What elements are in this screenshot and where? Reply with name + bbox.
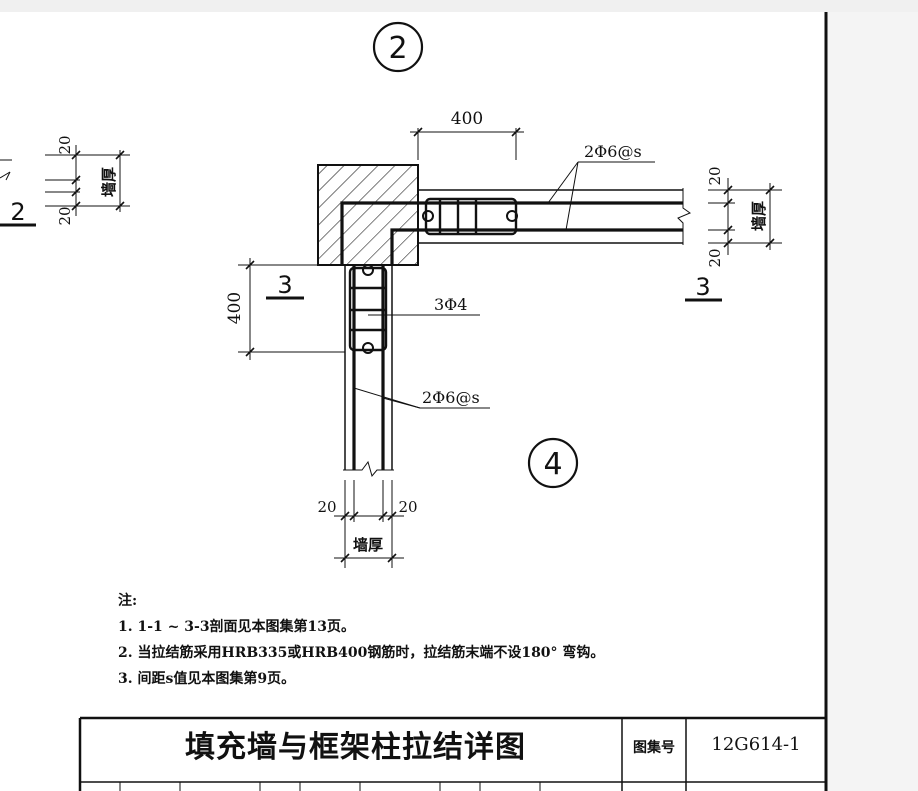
title-block-frame bbox=[78, 716, 826, 791]
dim-20-top: 20 bbox=[56, 135, 74, 154]
dim-400-horizontal: 400 bbox=[451, 109, 483, 129]
wall-thickness-right: 墙厚 bbox=[750, 201, 768, 231]
atlas-number-label: 图集号 bbox=[633, 740, 675, 756]
left-partial-detail: 2 20 20 墙厚 bbox=[0, 135, 130, 227]
note-item-1: 1. 1-1 ~ 3-3剖面见本图集第13页。 bbox=[118, 619, 356, 635]
corner-detail: 400 2Φ6@s 20 20 墙厚 3 400 3 bbox=[225, 109, 782, 568]
wall-thickness-bottom: 墙厚 bbox=[353, 536, 383, 554]
drawing-title: 填充墙与框架柱拉结详图 bbox=[185, 730, 526, 765]
section-label-3-right: 3 bbox=[695, 273, 710, 301]
detail-marker-4: 4 bbox=[527, 437, 579, 489]
dim-20-bottom-right: 20 bbox=[398, 498, 417, 516]
atlas-number: 12G614-1 bbox=[711, 734, 801, 755]
svg-text:2: 2 bbox=[388, 31, 407, 66]
section-label-2: 2 bbox=[10, 198, 25, 226]
notes-heading: 注: bbox=[118, 593, 138, 609]
rebar-label-vertical: 2Φ6@s bbox=[422, 388, 480, 407]
dim-20-right-top: 20 bbox=[706, 166, 724, 185]
dim-20-bottom-left: 20 bbox=[317, 498, 336, 516]
frame-column bbox=[317, 164, 419, 266]
notes-block: 注: 1. 1-1 ~ 3-3剖面见本图集第13页。 2. 当拉结筋采用HRB3… bbox=[118, 588, 604, 692]
rebar-label-horizontal: 2Φ6@s bbox=[584, 142, 642, 161]
dim-20-right-bottom: 20 bbox=[706, 248, 724, 267]
dim-20-bottom: 20 bbox=[56, 206, 74, 225]
tie-label: 3Φ4 bbox=[434, 295, 467, 314]
svg-text:4: 4 bbox=[543, 447, 562, 482]
wall-thickness-label: 墙厚 bbox=[100, 167, 118, 197]
dim-400-vertical: 400 bbox=[225, 292, 245, 324]
note-item-3: 3. 间距s值见本图集第9页。 bbox=[118, 671, 296, 687]
detail-marker-2: 2 bbox=[372, 21, 424, 73]
note-item-2: 2. 当拉结筋采用HRB335或HRB400钢筋时，拉结筋末端不设180° 弯钩… bbox=[118, 645, 605, 661]
section-label-3-left: 3 bbox=[277, 271, 292, 299]
